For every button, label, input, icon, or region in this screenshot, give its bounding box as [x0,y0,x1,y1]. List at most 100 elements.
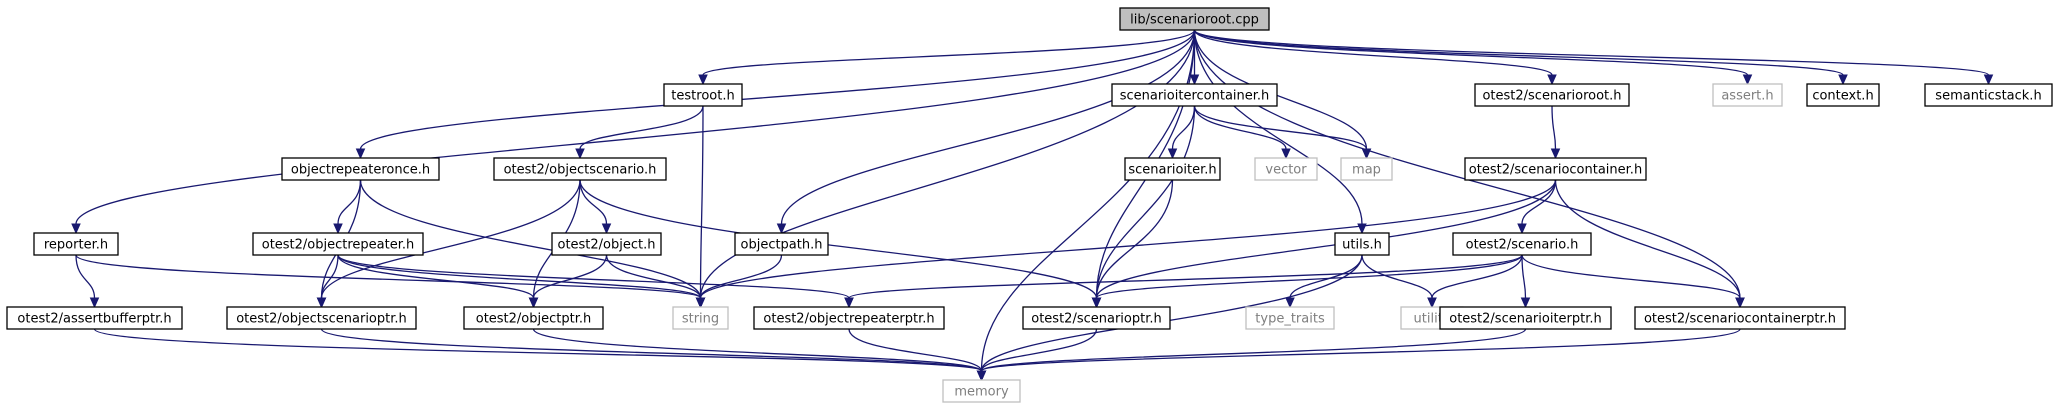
edge-otest2-assertbufferptr-h-to-memory [93,328,987,382]
node-label: context.h [1812,89,1873,104]
node-otest2-scenarioroot-h[interactable]: otest2/scenarioroot.h [1474,83,1630,107]
node-box [1022,306,1171,330]
node-label: otest2/scenariocontainerptr.h [1644,312,1836,327]
node-label: objectpath.h [741,238,823,253]
node-label: testroot.h [671,89,734,104]
node-map: map [1340,157,1393,181]
node-otest2-objectscenario-h[interactable]: otest2/objectscenario.h [493,157,667,181]
node-otest2-objectrepeater-h[interactable]: otest2/objectrepeater.h [252,232,424,256]
edge-lib-scenarioroot-cpp-to-testroot-h [698,29,1196,86]
node-box [226,306,417,330]
node-testroot-h[interactable]: testroot.h [663,83,743,107]
node-box [1439,306,1612,330]
node-box [1334,232,1390,256]
node-label: string [682,312,719,327]
edge-lib-scenarioroot-cpp-to-assert-h [1193,29,1753,86]
node-box [6,306,183,330]
edge-scenarioitercontainer-h-to-otest2-scenarioptr-h [1091,105,1196,309]
node-box [1474,83,1630,107]
node-otest2-assertbufferptr-h[interactable]: otest2/assertbufferptr.h [6,306,183,330]
edge-testroot-h-to-string [695,105,706,309]
edge-objectrepeateronce-h-to-otest2-objectrepeater-h [333,179,362,235]
node-label: otest2/objectrepeater.h [262,238,415,253]
node-label: otest2/scenariocontainer.h [1469,163,1642,178]
edge-otest2-objectrepeaterptr-h-to-memory [848,328,987,382]
node-label: vector [1265,163,1307,178]
node-otest2-objectrepeaterptr-h[interactable]: otest2/objectrepeaterptr.h [753,306,945,330]
node-label: otest2/object.h [557,238,655,253]
node-label: scenarioiter.h [1128,163,1216,178]
node-otest2-scenario-h[interactable]: otest2/scenario.h [1452,232,1592,256]
node-scenarioiter-h[interactable]: scenarioiter.h [1124,157,1221,181]
edge-otest2-objectrepeater-h-to-string [337,254,706,309]
edge-utils-h-to-utility [1361,254,1437,309]
edge-lib-scenarioroot-cpp-to-otest2-scenarioroot-h [1193,29,1557,86]
node-label: type_traits [1255,312,1325,327]
node-label: otest2/objectscenario.h [504,163,657,178]
node-memory: memory [942,379,1021,403]
edge-otest2-scenario-h-to-otest2-scenarioptr-h [1091,254,1523,309]
edge-otest2-objectscenarioptr-h-to-memory [320,328,987,382]
node-box [33,232,119,256]
node-label: assert.h [1721,89,1773,104]
node-box [753,306,945,330]
edge-objectpath-h-to-string [695,254,783,309]
edge-lib-scenarioroot-cpp-to-reporter-h [71,29,1196,235]
node-box [1119,7,1270,31]
node-label: otest2/scenarioroot.h [1482,89,1621,104]
edge-otest2-scenariocontainerptr-h-to-memory [976,328,1741,382]
node-label: lib/scenarioroot.cpp [1130,13,1259,28]
edge-otest2-objectscenario-h-to-otest2-object-h [579,179,612,235]
node-label: objectrepeateronce.h [291,163,430,178]
node-box [1712,83,1783,107]
edge-otest2-object-h-to-otest2-objectptr-h [528,254,608,309]
edge-scenarioitercontainer-h-to-map [1193,105,1372,160]
node-lib-scenarioroot-cpp[interactable]: lib/scenarioroot.cpp [1119,7,1270,31]
node-otest2-object-h[interactable]: otest2/object.h [551,232,662,256]
node-label: map [1352,163,1381,178]
node-otest2-scenarioptr-h[interactable]: otest2/scenarioptr.h [1022,306,1171,330]
node-type-traits: type_traits [1245,306,1335,330]
edges-layer [71,29,1994,382]
node-box [1634,306,1846,330]
edge-otest2-scenario-h-to-otest2-scenariocontainerptr-h [1521,254,1745,309]
edge-otest2-scenario-h-to-otest2-scenarioiterptr-h [1520,254,1531,309]
node-label: otest2/scenarioptr.h [1031,312,1161,327]
edge-lib-scenarioroot-cpp-to-string [695,29,1196,309]
edge-otest2-scenario-h-to-otest2-objectrepeaterptr-h [844,254,1523,309]
node-scenarioitercontainer-h[interactable]: scenarioitercontainer.h [1111,83,1278,107]
node-otest2-scenariocontainerptr-h[interactable]: otest2/scenariocontainerptr.h [1634,306,1846,330]
node-otest2-scenariocontainer-h[interactable]: otest2/scenariocontainer.h [1464,157,1647,181]
edge-testroot-h-to-otest2-objectscenario-h [575,105,704,160]
node-box [672,306,729,330]
node-box [252,232,424,256]
node-reporter-h[interactable]: reporter.h [33,232,119,256]
node-label: otest2/objectptr.h [476,312,592,327]
node-context-h[interactable]: context.h [1806,83,1880,107]
node-utils-h[interactable]: utils.h [1334,232,1390,256]
edge-otest2-scenarioiterptr-h-to-memory [976,328,1527,382]
edge-otest2-scenarioroot-h-to-otest2-scenariocontainer-h [1550,105,1561,160]
node-label: otest2/objectscenarioptr.h [236,312,407,327]
node-vector: vector [1254,157,1318,181]
node-box [1111,83,1278,107]
node-objectrepeateronce-h[interactable]: objectrepeateronce.h [281,157,440,181]
node-label: otest2/objectrepeaterptr.h [763,312,934,327]
node-box [1124,157,1221,181]
node-box [1254,157,1318,181]
node-label: utils.h [1342,238,1382,253]
node-semanticstack-h[interactable]: semanticstack.h [1924,83,2053,107]
node-objectpath-h[interactable]: objectpath.h [734,232,829,256]
node-string: string [672,306,729,330]
node-otest2-objectscenarioptr-h[interactable]: otest2/objectscenarioptr.h [226,306,417,330]
edge-otest2-scenario-h-to-utility [1427,254,1523,309]
node-otest2-objectptr-h[interactable]: otest2/objectptr.h [463,306,604,330]
node-otest2-scenarioiterptr-h[interactable]: otest2/scenarioiterptr.h [1439,306,1612,330]
nodes-layer: lib/scenarioroot.cpp testroot.h scenarioit… [6,7,2053,403]
node-assert-h: assert.h [1712,83,1783,107]
node-label: otest2/assertbufferptr.h [17,312,171,327]
node-box [1806,83,1880,107]
node-box [493,157,667,181]
node-label: otest2/scenario.h [1466,238,1579,253]
